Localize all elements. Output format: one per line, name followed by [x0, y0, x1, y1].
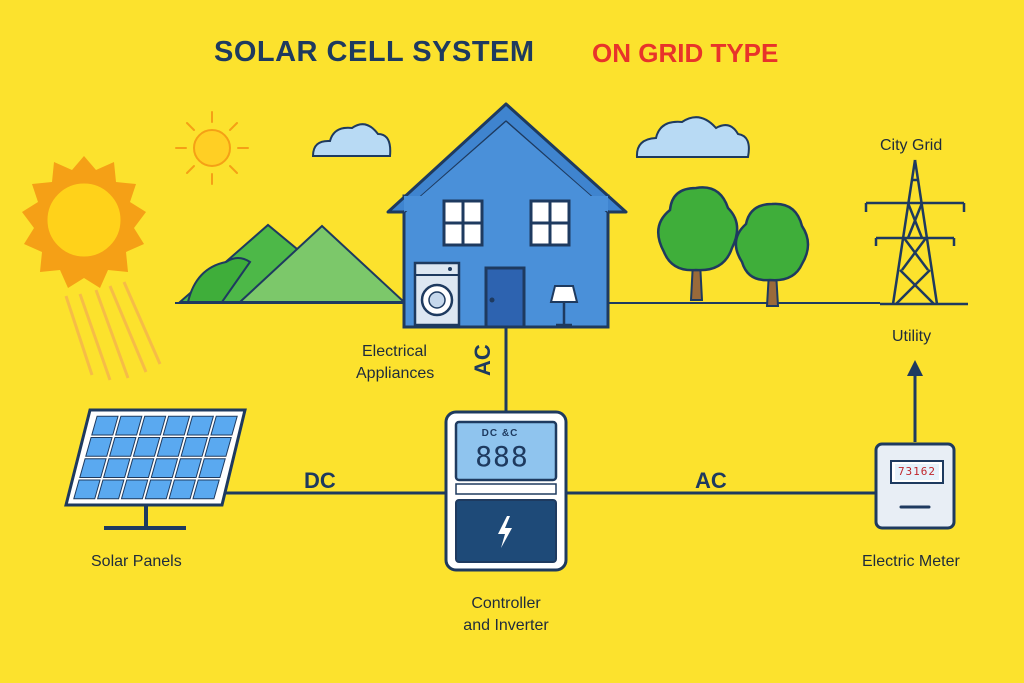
- solar-cell: [180, 437, 209, 457]
- solar-cell: [73, 479, 101, 500]
- wire: [222, 327, 876, 495]
- appliances-label-line2: Appliances: [356, 365, 435, 382]
- power-tower-icon: [864, 159, 968, 306]
- city-grid-label: City Grid: [880, 137, 943, 154]
- dc-flow-label: DC: [304, 468, 336, 493]
- solar-cell: [210, 415, 238, 436]
- inverter-lcd-label: DC &C: [481, 428, 519, 439]
- washing-machine-icon: [413, 261, 461, 327]
- solar-cell: [156, 437, 185, 457]
- solar-cell: [114, 415, 143, 436]
- cloud-icon: [311, 123, 392, 157]
- electric-meter-icon: [874, 442, 956, 530]
- solar-cell: [204, 437, 232, 457]
- solar-cell: [96, 479, 125, 500]
- inverter-lcd-value: 888: [475, 440, 529, 473]
- controller-label-line2: and Inverter: [463, 617, 549, 634]
- house-icon: [386, 102, 628, 329]
- solar-cell: [144, 479, 173, 500]
- solar-cell: [162, 415, 191, 436]
- diagram-subtitle: ON GRID TYPE: [592, 38, 779, 68]
- controller-label-line1: Controller: [471, 595, 541, 612]
- meter-reading: 73162: [897, 465, 937, 478]
- lamp-icon: [549, 285, 579, 327]
- solar-cell: [150, 458, 179, 478]
- arrow-up-icon: [907, 360, 923, 442]
- hills-icon: [177, 223, 407, 303]
- small-sun-icon: [175, 111, 249, 185]
- inverter-icon: [444, 410, 568, 572]
- solar-cell: [79, 458, 107, 478]
- solar-cell: [174, 458, 203, 478]
- solar-cell: [108, 437, 137, 457]
- solar-cell: [198, 458, 226, 478]
- solar-cell: [186, 415, 215, 436]
- electric-meter-label: Electric Meter: [862, 553, 960, 570]
- solar-panels-label: Solar Panels: [91, 553, 182, 570]
- solar-cell: [168, 479, 197, 500]
- solar-cell: [138, 415, 167, 436]
- ac-flow-label: AC: [695, 468, 727, 493]
- solar-cell: [102, 458, 131, 478]
- solar-cell: [91, 415, 119, 436]
- solar-panel-icon: [64, 408, 247, 530]
- tree-icon: [657, 186, 739, 301]
- solar-cell: [120, 479, 149, 500]
- tree-icon: [734, 202, 810, 307]
- solar-cell: [132, 437, 161, 457]
- solar-cell: [126, 458, 155, 478]
- cloud-icon: [635, 116, 750, 158]
- ac-vertical-flow-label: AC: [470, 344, 495, 376]
- appliances-label-line1: Electrical: [362, 343, 427, 360]
- solar-cell: [192, 479, 220, 500]
- solar-cell: [85, 437, 113, 457]
- lightning-icon: [498, 516, 512, 548]
- utility-label: Utility: [892, 328, 932, 345]
- sun-icon: [22, 156, 162, 381]
- diagram-title: SOLAR CELL SYSTEM: [214, 36, 535, 68]
- window-icon: [442, 199, 484, 247]
- window-icon: [529, 199, 571, 247]
- door-icon: [484, 266, 526, 329]
